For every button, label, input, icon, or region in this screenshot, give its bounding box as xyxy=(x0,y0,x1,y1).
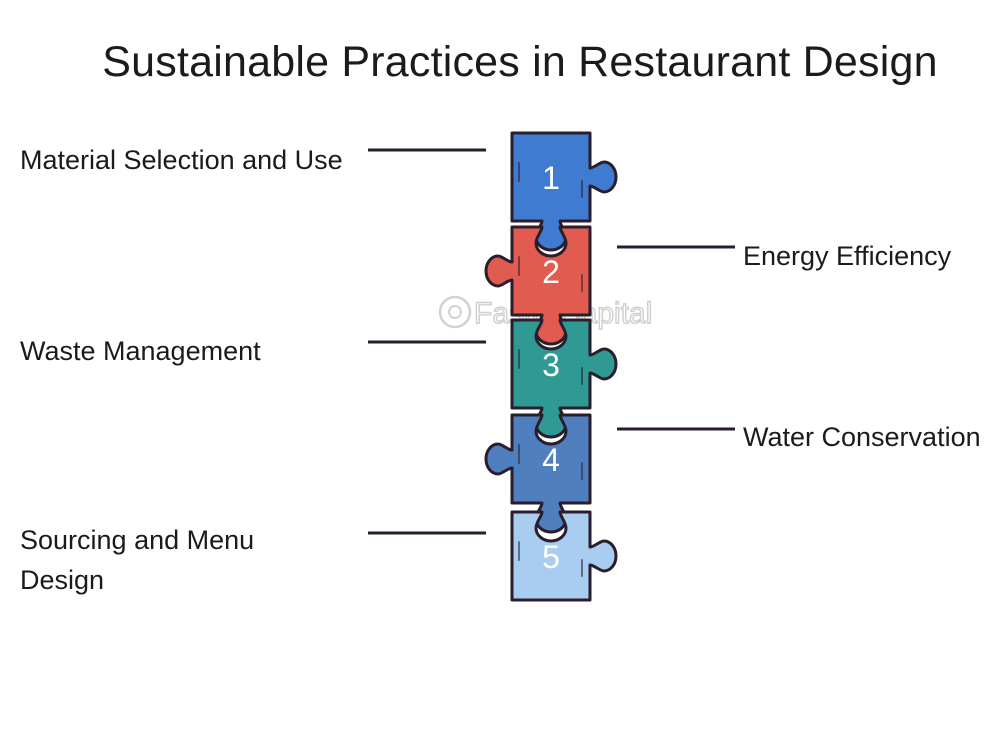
piece-decoration xyxy=(518,349,583,385)
puzzle-piece-3: 3 xyxy=(510,318,618,439)
label-energy-efficiency: Energy Efficiency xyxy=(743,241,952,271)
puzzle-piece-1: 1 xyxy=(510,131,618,252)
puzzle-pieces: 1 2 3 4 5 xyxy=(484,131,618,602)
piece-decoration xyxy=(518,162,583,198)
piece-decoration xyxy=(518,541,583,577)
puzzle-piece-shape xyxy=(484,413,592,534)
label-sourcing-menu-design: Sourcing and Menu Design xyxy=(20,525,255,595)
label-material-selection: Material Selection and Use xyxy=(20,145,343,175)
label-water-conservation: Water Conservation xyxy=(743,422,981,452)
watermark-gear-inner xyxy=(448,305,462,319)
puzzle-piece-number: 3 xyxy=(542,347,560,383)
puzzle-piece-number: 1 xyxy=(542,160,560,196)
puzzle-piece-number: 4 xyxy=(542,442,560,478)
connector-lines xyxy=(368,148,735,535)
label-waste-management: Waste Management xyxy=(20,336,261,366)
puzzle-piece-shape xyxy=(484,225,592,346)
puzzle-piece-number: 5 xyxy=(542,539,560,575)
page-title: Sustainable Practices in Restaurant Desi… xyxy=(102,38,938,86)
puzzle-piece-shape xyxy=(510,510,618,602)
puzzle-piece-number: 2 xyxy=(542,254,560,290)
puzzle-piece-2: 2 xyxy=(484,225,592,346)
puzzle-piece-4: 4 xyxy=(484,413,592,534)
puzzle-piece-5: 5 xyxy=(510,510,618,602)
piece-decoration xyxy=(518,444,583,480)
piece-decoration xyxy=(518,256,583,292)
puzzle-piece-shape xyxy=(510,318,618,439)
watermark-gear-icon xyxy=(438,295,472,329)
